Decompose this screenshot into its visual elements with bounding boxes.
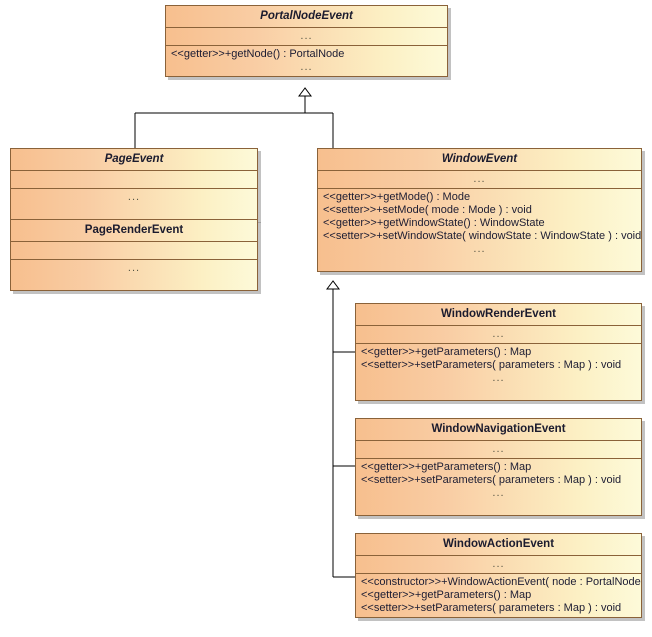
operation-row: <<constructor>>+WindowActionEvent( node … <box>361 576 642 589</box>
class-name-window-action-event: WindowActionEvent <box>356 534 641 557</box>
operation-row: <<getter>>+getParameters() : Map <box>361 461 532 474</box>
operation-row: ... <box>300 61 313 74</box>
edge-portalnodeevent-children <box>134 87 334 148</box>
operation-row: <<setter>>+setMode( mode : Mode ) : void <box>323 204 532 217</box>
operation-row: <<setter>>+setParameters( parameters : M… <box>361 602 622 615</box>
attribute-row: ... <box>492 443 505 456</box>
attribute-row-empty <box>16 173 252 186</box>
attributes-compartment-window-navigation-event: ... <box>356 441 641 460</box>
operation-row: <<setter>>+setParameters( parameters : M… <box>361 359 622 372</box>
edge-windowevent-children <box>326 280 355 578</box>
operations-compartment-page-render-event: ... <box>11 260 257 290</box>
operation-row-empty <box>16 204 252 217</box>
attribute-row: ... <box>492 558 505 571</box>
operations-compartment-window-action-event: <<constructor>>+WindowActionEvent( node … <box>356 574 641 617</box>
operation-row: <<getter>>+getParameters() : Map <box>361 589 532 602</box>
class-box-window-navigation-event[interactable]: WindowNavigationEvent ... <<getter>>+get… <box>355 418 642 517</box>
attributes-compartment-page-render-event <box>11 242 257 261</box>
operation-row: <<getter>>+getNode() : PortalNode <box>171 48 345 61</box>
operation-row: ... <box>127 262 141 275</box>
class-name-page-event: PageEvent <box>11 149 257 172</box>
operation-row: ... <box>492 372 505 385</box>
class-box-page-render-event[interactable]: PageRenderEvent ... <box>10 219 258 292</box>
operations-compartment-page-event: ... <box>11 189 257 219</box>
class-name-window-render-event: WindowRenderEvent <box>356 304 641 327</box>
class-box-window-event[interactable]: WindowEvent ... <<getter>>+getMode() : M… <box>317 148 642 273</box>
operation-row-empty <box>361 385 636 398</box>
attribute-row-empty <box>16 244 252 257</box>
operation-row: <<setter>>+setParameters( parameters : M… <box>361 474 622 487</box>
operation-row: <<setter>>+setWindowState( windowState :… <box>323 230 642 243</box>
operation-row: <<getter>>+getMode() : Mode <box>323 191 471 204</box>
attribute-row: ... <box>492 328 505 341</box>
operations-compartment-portal-node-event: <<getter>>+getNode() : PortalNode ... <box>166 46 447 76</box>
operations-compartment-window-event: <<getter>>+getMode() : Mode <<setter>>+s… <box>318 189 641 271</box>
class-name-page-render-event: PageRenderEvent <box>11 220 257 243</box>
operation-row-empty <box>16 275 252 288</box>
attribute-row: ... <box>473 173 486 186</box>
class-name-window-event: WindowEvent <box>318 149 641 172</box>
operation-row: ... <box>473 243 486 256</box>
operation-row: <<getter>>+getWindowState() : WindowStat… <box>323 217 545 230</box>
operation-row: ... <box>492 487 505 500</box>
operation-row-empty <box>323 256 636 269</box>
attributes-compartment-window-action-event: ... <box>356 556 641 575</box>
class-box-portal-node-event[interactable]: PortalNodeEvent ... <<getter>>+getNode()… <box>165 5 448 78</box>
class-box-window-render-event[interactable]: WindowRenderEvent ... <<getter>>+getPara… <box>355 303 642 402</box>
attribute-row: ... <box>300 30 313 43</box>
operation-row-empty <box>361 500 636 513</box>
operations-compartment-window-render-event: <<getter>>+getParameters() : Map <<sette… <box>356 344 641 400</box>
class-name-window-navigation-event: WindowNavigationEvent <box>356 419 641 442</box>
class-box-page-event[interactable]: PageEvent ... <box>10 148 258 221</box>
class-name-portal-node-event: PortalNodeEvent <box>166 6 447 29</box>
attributes-compartment-window-render-event: ... <box>356 326 641 345</box>
class-box-window-action-event[interactable]: WindowActionEvent ... <<constructor>>+Wi… <box>355 533 642 619</box>
operation-row: ... <box>127 191 141 204</box>
operation-row: <<getter>>+getParameters() : Map <box>361 346 532 359</box>
attributes-compartment-page-event <box>11 171 257 190</box>
attributes-compartment-portal-node-event: ... <box>166 28 447 47</box>
attributes-compartment-window-event: ... <box>318 171 641 190</box>
operations-compartment-window-navigation-event: <<getter>>+getParameters() : Map <<sette… <box>356 459 641 515</box>
